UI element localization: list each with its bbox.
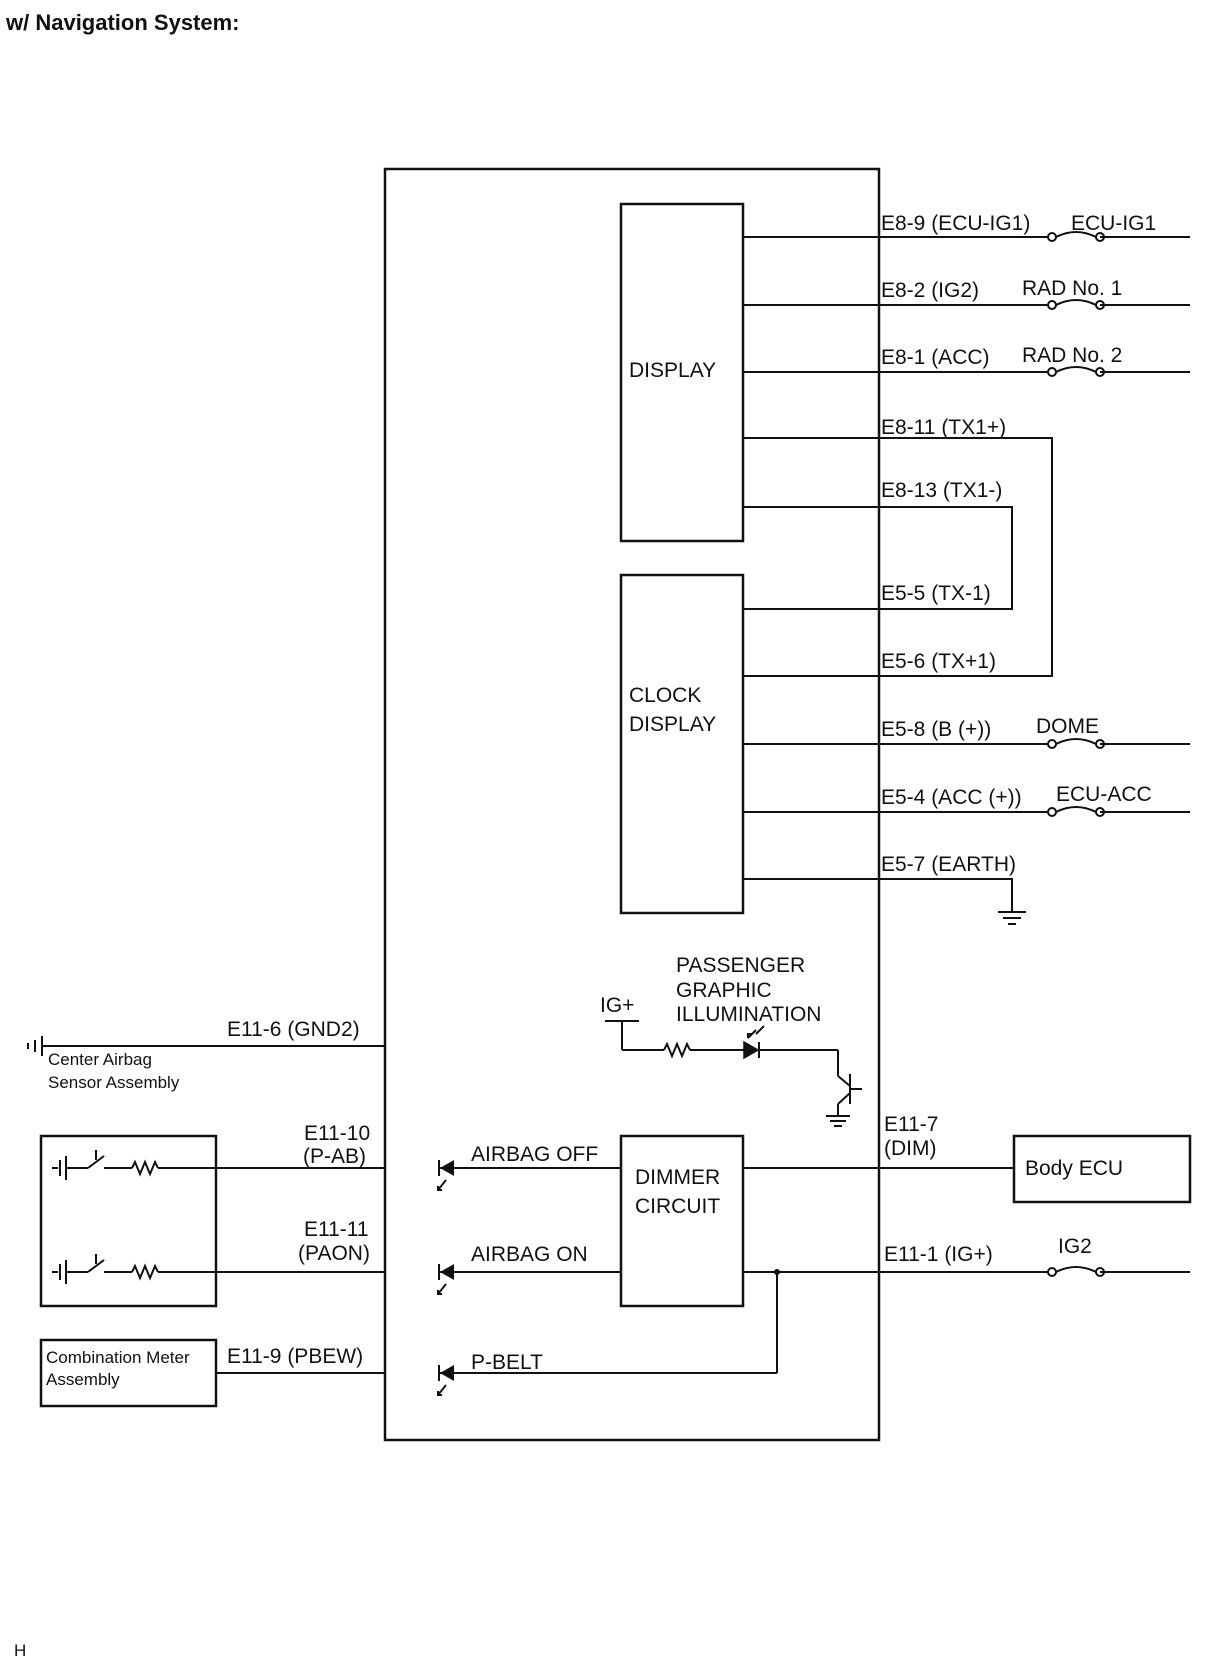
p-belt-indicator-led: [437, 1269, 780, 1396]
pin-e11-10-label-line1: E11-10: [304, 1122, 370, 1145]
display-block-label: DISPLAY: [629, 359, 716, 382]
fuse-rad-no1-label: RAD No. 1: [1022, 277, 1122, 300]
pin-e5-5-label: E5-5 (TX-1): [881, 582, 991, 605]
airbag-switch-box: [39, 1134, 218, 1308]
wire-e5-8: [743, 738, 1190, 749]
wire-e8-9: [743, 231, 1190, 242]
illumination-label-line3: ILLUMINATION: [676, 1003, 821, 1026]
fuse-rad-no2-label: RAD No. 2: [1022, 344, 1122, 367]
main-unit-outline: [383, 167, 881, 1442]
fuse-dome-label: DOME: [1036, 715, 1099, 738]
clock-display-label-line1: CLOCK: [629, 684, 701, 707]
body-ecu-box: [1012, 1134, 1192, 1204]
airbag-off-label: AIRBAG OFF: [471, 1143, 598, 1166]
airbag-sensor-label-line1: Center Airbag: [48, 1050, 152, 1069]
pin-e11-7-label-line2: (DIM): [884, 1137, 936, 1160]
pin-e11-9-label: E11-9 (PBEW): [227, 1345, 363, 1368]
pin-e11-11-label-line2: (PAON): [298, 1242, 370, 1265]
illumination-circuit: [605, 1020, 862, 1127]
body-ecu-label: Body ECU: [1025, 1157, 1123, 1180]
airbag-switch-circuit-1: [52, 1150, 385, 1180]
illumination-label-line1: PASSENGER: [676, 954, 805, 977]
dimmer-circuit-label-line1: DIMMER: [635, 1166, 720, 1189]
airbag-switch-circuit-2: [52, 1254, 385, 1284]
ig-plus-label: IG+: [600, 994, 634, 1017]
diagram-heading: w/ Navigation System:: [5, 10, 240, 35]
fuse-ig2-label: IG2: [1058, 1235, 1092, 1258]
footer-code: H: [14, 1641, 26, 1660]
airbag-sensor-label-line2: Sensor Assembly: [48, 1073, 180, 1092]
wire-e11-6-gnd2: [27, 1036, 385, 1056]
pin-e5-8-label: E5-8 (B (+)): [881, 718, 991, 741]
pin-e11-11-label-line1: E11-11: [304, 1218, 369, 1241]
pin-e11-7-label-line1: E11-7: [884, 1113, 938, 1136]
wire-e11-1-ig: [743, 1266, 1190, 1277]
pin-e8-13-label: E8-13 (TX1-): [881, 479, 1002, 502]
pin-e8-1-label: E8-1 (ACC): [881, 346, 990, 369]
pin-e8-2-label: E8-2 (IG2): [881, 279, 979, 302]
pin-e8-11-label: E8-11 (TX1+): [881, 416, 1006, 439]
combination-meter-label-line2: Assembly: [46, 1370, 120, 1389]
fuse-ecu-acc-label: ECU-ACC: [1056, 783, 1152, 806]
pin-e5-6-label: E5-6 (TX+1): [881, 650, 996, 673]
dimmer-circuit-label-line2: CIRCUIT: [635, 1195, 720, 1218]
pin-e5-7-label: E5-7 (EARTH): [881, 853, 1016, 876]
airbag-on-indicator-led: [437, 1264, 621, 1295]
wire-e8-13-to-e5-5: [743, 506, 1013, 610]
pin-e5-4-label: E5-4 (ACC (+)): [881, 786, 1022, 809]
airbag-on-label: AIRBAG ON: [471, 1243, 588, 1266]
p-belt-label: P-BELT: [471, 1351, 543, 1374]
illumination-label-line2: GRAPHIC: [676, 979, 772, 1002]
clock-display-block: [619, 573, 745, 915]
dimmer-circuit-block: [619, 1134, 745, 1308]
wire-e5-7-earth: [743, 878, 1026, 925]
wire-e8-1: [743, 366, 1190, 377]
wire-e5-4: [743, 806, 1190, 817]
fuse-ecu-ig1-label: ECU-IG1: [1071, 212, 1156, 235]
pin-e11-10-label-line2: (P-AB): [303, 1145, 366, 1168]
clock-display-label-line2: DISPLAY: [629, 713, 716, 736]
pin-e11-1-label: E11-1 (IG+): [884, 1243, 993, 1266]
wire-e8-2: [743, 299, 1190, 310]
airbag-off-indicator-led: [437, 1160, 621, 1191]
combination-meter-label-line1: Combination Meter: [46, 1348, 190, 1367]
pin-e11-6-label: E11-6 (GND2): [227, 1018, 360, 1041]
wire-e8-11-to-e5-6: [743, 437, 1053, 677]
pin-e8-9-label: E8-9 (ECU-IG1): [881, 212, 1030, 235]
